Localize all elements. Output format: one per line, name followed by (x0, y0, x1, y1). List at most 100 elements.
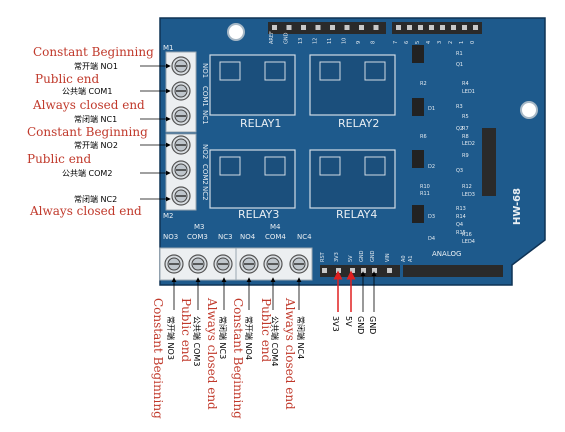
component-label: R12 (462, 184, 472, 190)
annotation-nc4-zh: 常闭端 NC4 (296, 316, 306, 359)
svg-text:NO1: NO1 (201, 63, 209, 78)
header-pin-label: 7 (393, 41, 399, 44)
annotation-com2-zh: 公共端 COM2 (62, 168, 112, 178)
header-pin-label: 9 (356, 41, 362, 44)
relay-2-label: RELAY2 (338, 117, 379, 130)
svg-text:GND: GND (370, 250, 376, 262)
svg-text:A1: A1 (408, 255, 414, 262)
svg-text:NC1: NC1 (201, 110, 209, 125)
annotation-com3-zh: 公共端 COM3 (192, 316, 202, 366)
annotation-gnd-2: GND (368, 316, 377, 334)
header-pin-label: 0 (470, 41, 476, 44)
terminal-screw (188, 254, 208, 274)
annotation-no2-en: Constant Beginning (27, 125, 148, 139)
annotation-no4-zh: 常开端 NO4 (244, 316, 254, 360)
relay-3: RELAY3 (209, 149, 296, 221)
component-label: D1 (428, 106, 435, 112)
relay-4: RELAY4 (309, 149, 396, 221)
annotation-com3-en: Public end (179, 298, 193, 363)
component-label: Q3 (456, 168, 463, 174)
annotation-no2-zh: 常开端 NO2 (74, 140, 118, 150)
svg-text:VIN: VIN (385, 253, 391, 262)
header-pin-label: 3 (437, 41, 443, 44)
component-label: R2 (420, 81, 427, 87)
annotation-no4-en: Constant Beginning (231, 298, 245, 419)
component-label: R1 (456, 51, 463, 57)
header-pin-label: 6 (404, 41, 410, 44)
terminal-screw (164, 254, 184, 274)
svg-text:NO3: NO3 (163, 233, 178, 241)
m3-pin-labels: NO3 COM3 NC3 (163, 233, 233, 241)
board-model: HW-68 (512, 188, 523, 225)
annotation-com1-en: Public end (35, 72, 100, 86)
annotation-com4-zh: 公共端 COM4 (270, 316, 280, 366)
component-label: R3 (456, 104, 463, 110)
svg-text:NC3: NC3 (218, 233, 233, 241)
svg-text:COM4: COM4 (265, 233, 286, 241)
component-label: R4 (462, 81, 469, 87)
header-pin-label: 11 (327, 38, 333, 44)
terminal-screw (171, 186, 191, 206)
component-label: R15 (456, 230, 466, 236)
driver-components (412, 45, 496, 223)
relay-1: RELAY1 (209, 54, 296, 130)
component-label: R5 (462, 114, 469, 120)
component-label: LED1 (462, 89, 475, 95)
header-pin-label: 5 (415, 41, 421, 44)
component-label: LED4 (462, 239, 475, 245)
terminal-screw (171, 106, 191, 126)
component-label: D4 (428, 236, 435, 242)
svg-text:5V: 5V (348, 255, 354, 262)
terminal-screw (171, 56, 191, 76)
header-pin-label: 12 (313, 38, 319, 44)
bottom-annotations: Constant Beginning 常开端 NO3 Public end 公共… (151, 297, 306, 419)
annotation-nc1-zh: 常闭端 NC1 (74, 114, 117, 124)
component-label: LED2 (462, 141, 475, 147)
component-label: R13 (456, 206, 466, 212)
relay-4-label: RELAY4 (336, 208, 377, 221)
m4-pin-labels: NO4 COM4 NC4 (240, 233, 312, 241)
m2-label: M2 (163, 212, 174, 220)
m1-pin-labels: NO1 COM1 NC1 (201, 63, 209, 125)
svg-text:COM2: COM2 (201, 164, 209, 185)
svg-text:NC4: NC4 (297, 233, 312, 241)
terminal-screw (239, 254, 259, 274)
relay-1-label: RELAY1 (240, 117, 281, 130)
svg-text:COM3: COM3 (187, 233, 208, 241)
component-label: R16 (462, 232, 472, 238)
annotation-5v: 5V (344, 316, 353, 327)
component-label: R10 (420, 184, 430, 190)
component-label: R9 (462, 153, 469, 159)
terminal-screw (171, 135, 191, 155)
svg-text:3V3: 3V3 (334, 252, 340, 262)
terminal-screw (263, 254, 283, 274)
relay-3-label: RELAY3 (238, 208, 279, 221)
power-annotations: 3V3 5V GND GND (331, 316, 377, 334)
annotation-com1-zh: 公共端 COM1 (62, 86, 112, 96)
annotation-nc2-zh: 常闭端 NC2 (74, 194, 117, 204)
header-pin-label: 13 (298, 38, 304, 44)
analog-label: ANALOG (432, 250, 461, 258)
header-pin-label: AREF (269, 31, 275, 44)
component-label: R8 (462, 134, 469, 140)
annotation-nc4-en: Always closed end (283, 297, 297, 410)
svg-text:NC2: NC2 (201, 186, 209, 201)
component-label: R14 (456, 214, 466, 220)
header-pin-label: 4 (426, 41, 432, 44)
header-pin-label: 8 (371, 41, 377, 44)
svg-text:RST: RST (320, 251, 326, 262)
mounting-hole (227, 23, 245, 41)
annotation-nc3-zh: 常闭端 NC3 (218, 316, 228, 359)
annotation-no1-en: Constant Beginning (33, 45, 154, 59)
relay-2: RELAY2 (309, 54, 396, 130)
terminal-screw (213, 254, 233, 274)
svg-text:GND: GND (359, 250, 365, 262)
svg-text:COM1: COM1 (201, 86, 209, 107)
annotation-gnd-1: GND (356, 316, 365, 334)
svg-text:NO4: NO4 (240, 233, 256, 241)
annotation-3v3: 3V3 (331, 316, 340, 332)
terminal-screw (171, 160, 191, 180)
analog-header: ANALOG A0 A1 (401, 250, 503, 277)
power-header (320, 265, 400, 277)
